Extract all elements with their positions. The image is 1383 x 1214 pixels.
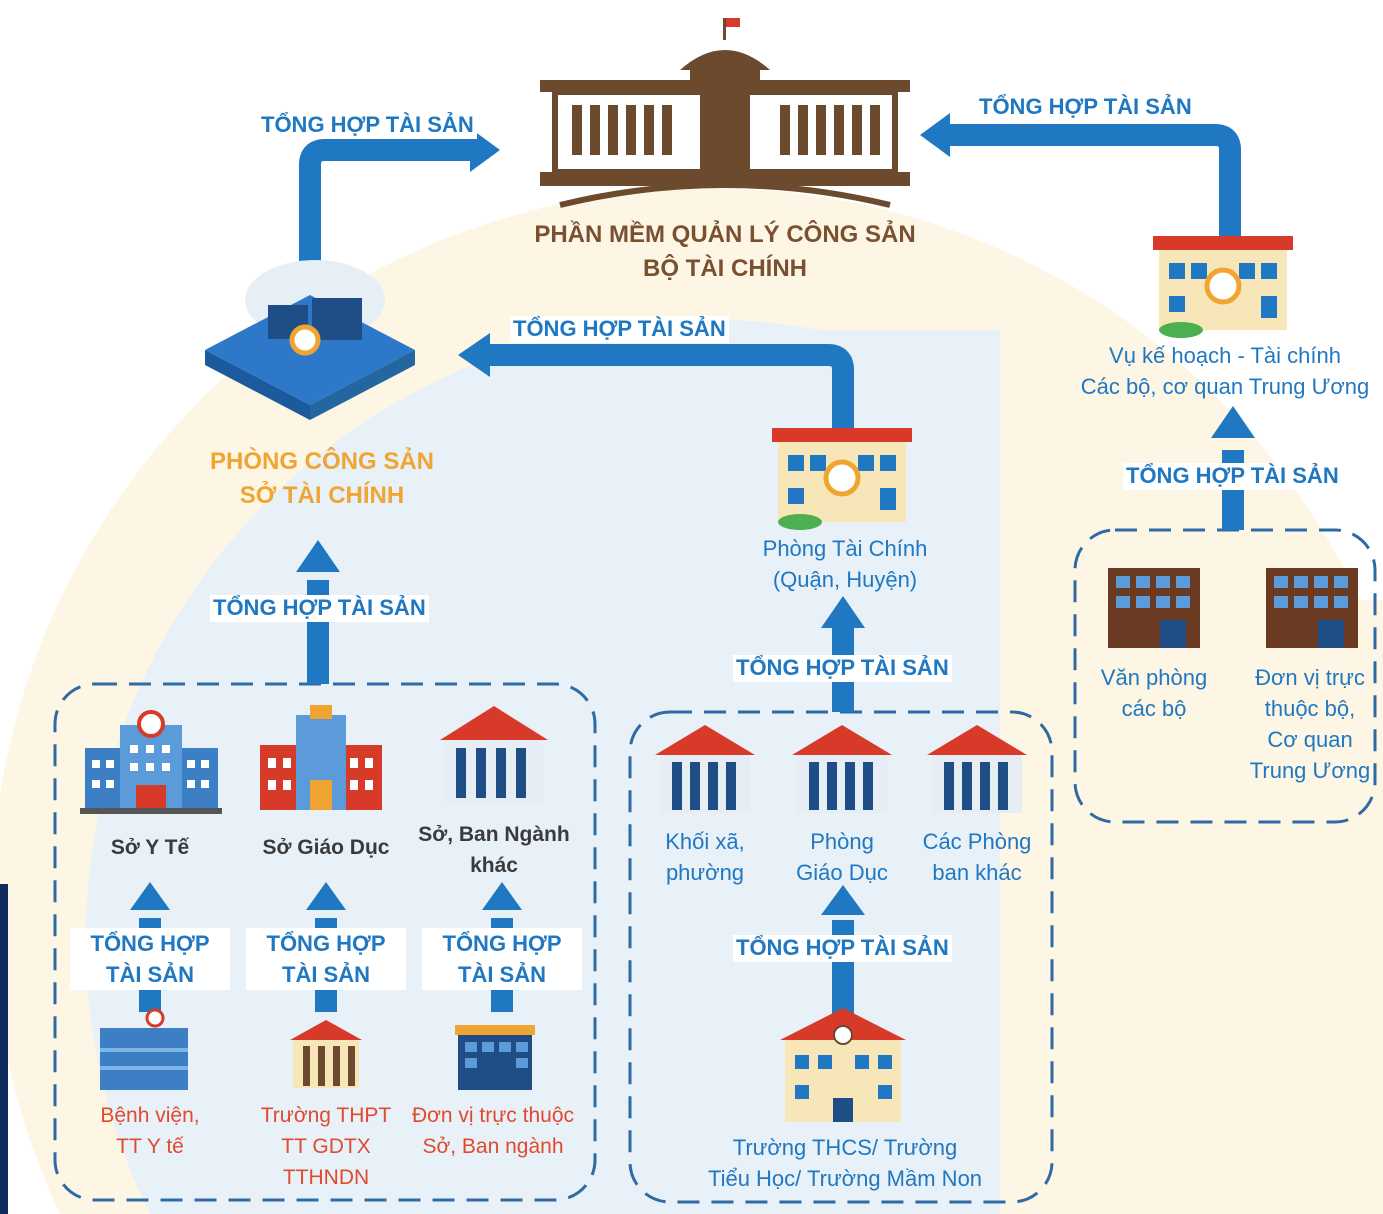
- arrow-right-to-top: [940, 124, 1241, 238]
- commune-label: Khối xã, phường: [640, 826, 770, 888]
- flag-school-icon: [290, 1020, 362, 1088]
- dept-other-line1: Sở, Ban Ngành: [418, 823, 570, 846]
- district-office-line2: (Quận, Huyện): [772, 567, 918, 592]
- ministry-units-line4: Trung Ương: [1249, 758, 1371, 783]
- central-software-title: PHẦN MỀM QUẢN LÝ CÔNG SẢN BỘ TÀI CHÍNH: [500, 218, 950, 286]
- flow-label: TỔNG HỢP TÀI SẢN: [210, 595, 429, 622]
- dept-other-line2: khác: [470, 854, 518, 877]
- flow-label: TỔNG HỢP TÀI SẢN: [733, 935, 952, 962]
- office-building-icon: [1153, 236, 1293, 338]
- ministry-units-line1: Đơn vị trực: [1255, 665, 1365, 690]
- columned-building-icon: [440, 706, 548, 802]
- arrowhead: [482, 882, 522, 910]
- brick-office-icon: [1108, 568, 1200, 648]
- flow-label: TỔNG HỢP TÀI SẢN: [733, 655, 952, 682]
- flow-label-stacked: TỔNG HỢP TÀI SẢN: [246, 928, 406, 990]
- arrowhead: [470, 128, 500, 172]
- provincial-office-title: PHÒNG CÔNG SẢN SỞ TÀI CHÍNH: [172, 445, 472, 513]
- left-edge-bar: [0, 884, 8, 1214]
- district-office-line1: Phòng Tài Chính: [762, 536, 928, 561]
- arrowhead: [306, 882, 346, 910]
- columned-building-icon: [655, 725, 755, 813]
- flow-label-line2: TÀI SẢN: [458, 962, 546, 987]
- units-dept-line1: Đơn vị trực thuộc: [411, 1104, 575, 1127]
- office-block-icon: [455, 1025, 535, 1090]
- dept-health-label: Sở Y Tế: [110, 836, 190, 859]
- other-offices-line1: Các Phòng: [922, 829, 1032, 854]
- brick-office-icon: [1266, 568, 1358, 648]
- columned-building-icon: [792, 725, 892, 813]
- ministry-dept-line1: Vụ kế hoạch - Tài chính: [1109, 343, 1341, 368]
- highschool-line3: TTHNDN: [282, 1166, 370, 1189]
- edu-office-line1: Phòng: [810, 829, 874, 854]
- arrowhead: [821, 596, 865, 628]
- government-building-icon: [540, 18, 910, 208]
- arrowhead: [130, 882, 170, 910]
- highschool-label: Trường THPT TT GDTX TTHNDN: [246, 1100, 406, 1193]
- central-title-line2: BỘ TÀI CHÍNH: [643, 255, 807, 282]
- hospital-line2: TT Y tế: [116, 1135, 184, 1158]
- arrowhead: [920, 113, 950, 157]
- flow-label: TỔNG HỢP TÀI SẢN: [976, 94, 1195, 121]
- arrow-left-to-top: [299, 139, 470, 265]
- arrowhead: [458, 333, 490, 377]
- district-office-title: Phòng Tài Chính (Quận, Huyện): [720, 533, 970, 595]
- flow-label: TỔNG HỢP TÀI SẢN: [510, 316, 729, 343]
- other-offices-line2: ban khác: [932, 860, 1022, 885]
- flow-label-line2: TÀI SẢN: [106, 962, 194, 987]
- flow-label: TỔNG HỢP TÀI SẢN: [258, 112, 477, 139]
- flow-label-line1: TỔNG HỢP: [266, 931, 386, 956]
- clinic-icon: [100, 1008, 188, 1090]
- edu-office-label: Phòng Giáo Dục: [777, 826, 907, 888]
- ministry-dept-title: Vụ kế hoạch - Tài chính Các bộ, cơ quan …: [1070, 340, 1380, 402]
- ministry-units-line2: thuộc bộ,: [1264, 696, 1356, 721]
- schools-line1: Trường THCS/ Trường: [732, 1135, 958, 1160]
- schools-line2: Tiểu Học/ Trường Mầm Non: [707, 1166, 983, 1191]
- other-offices-label: Các Phòng ban khác: [912, 826, 1042, 888]
- arrowhead: [1211, 406, 1255, 438]
- units-dept-line2: Sở, Ban ngành: [422, 1135, 564, 1158]
- hospital-line1: Bệnh viện,: [100, 1104, 200, 1127]
- provincial-office-line1: PHÒNG CÔNG SẢN: [209, 448, 434, 475]
- provincial-office-line2: SỞ TÀI CHÍNH: [239, 482, 405, 509]
- highschool-line1: Trường THPT: [260, 1104, 392, 1127]
- units-dept-label: Đơn vị trực thuộc Sở, Ban ngành: [398, 1100, 588, 1162]
- commune-line2: phường: [665, 860, 745, 885]
- flow-label-line2: TÀI SẢN: [282, 962, 370, 987]
- computer-workstation-icon: [205, 260, 415, 420]
- highschool-line2: TT GDTX: [281, 1135, 371, 1158]
- commune-line1: Khối xã,: [665, 829, 745, 854]
- columned-building-icon: [927, 725, 1027, 813]
- school-icon: [780, 1008, 906, 1122]
- school-icon: [260, 705, 382, 810]
- hospital-label: Bệnh viện, TT Y tế: [70, 1100, 230, 1162]
- ministry-units-label: Đơn vị trực thuộc bộ, Cơ quan Trung Ương: [1240, 662, 1380, 786]
- ministry-dept-line2: Các bộ, cơ quan Trung Ương: [1080, 374, 1370, 399]
- schools-label: Trường THCS/ Trường Tiểu Học/ Trường Mầm…: [690, 1132, 1000, 1194]
- ministry-offices-label: Văn phòng các bộ: [1084, 662, 1224, 724]
- arrowhead: [296, 540, 340, 572]
- flow-label-stacked: TỔNG HỢP TÀI SẢN: [422, 928, 582, 990]
- central-title-line1: PHẦN MỀM QUẢN LÝ CÔNG SẢN: [534, 221, 916, 248]
- ministry-offices-line1: Văn phòng: [1100, 665, 1208, 690]
- flow-label-line1: TỔNG HỢP: [90, 931, 210, 956]
- office-building-icon: [772, 428, 912, 530]
- arrowhead: [821, 885, 865, 915]
- flow-label: TỔNG HỢP TÀI SẢN: [1123, 463, 1342, 490]
- flow-label-line1: TỔNG HỢP: [442, 931, 562, 956]
- arrow-district-to-left: [480, 344, 854, 430]
- edu-office-line2: Giáo Dục: [796, 860, 888, 885]
- dept-education-label: Sở Giáo Dục: [262, 836, 390, 859]
- hospital-icon: [80, 710, 222, 814]
- ministry-offices-line2: các bộ: [1121, 696, 1187, 721]
- flow-label-stacked: TỔNG HỢP TÀI SẢN: [70, 928, 230, 990]
- dept-other-label: Sở, Ban Ngành khác: [404, 819, 584, 881]
- ministry-units-line3: Cơ quan: [1267, 727, 1353, 752]
